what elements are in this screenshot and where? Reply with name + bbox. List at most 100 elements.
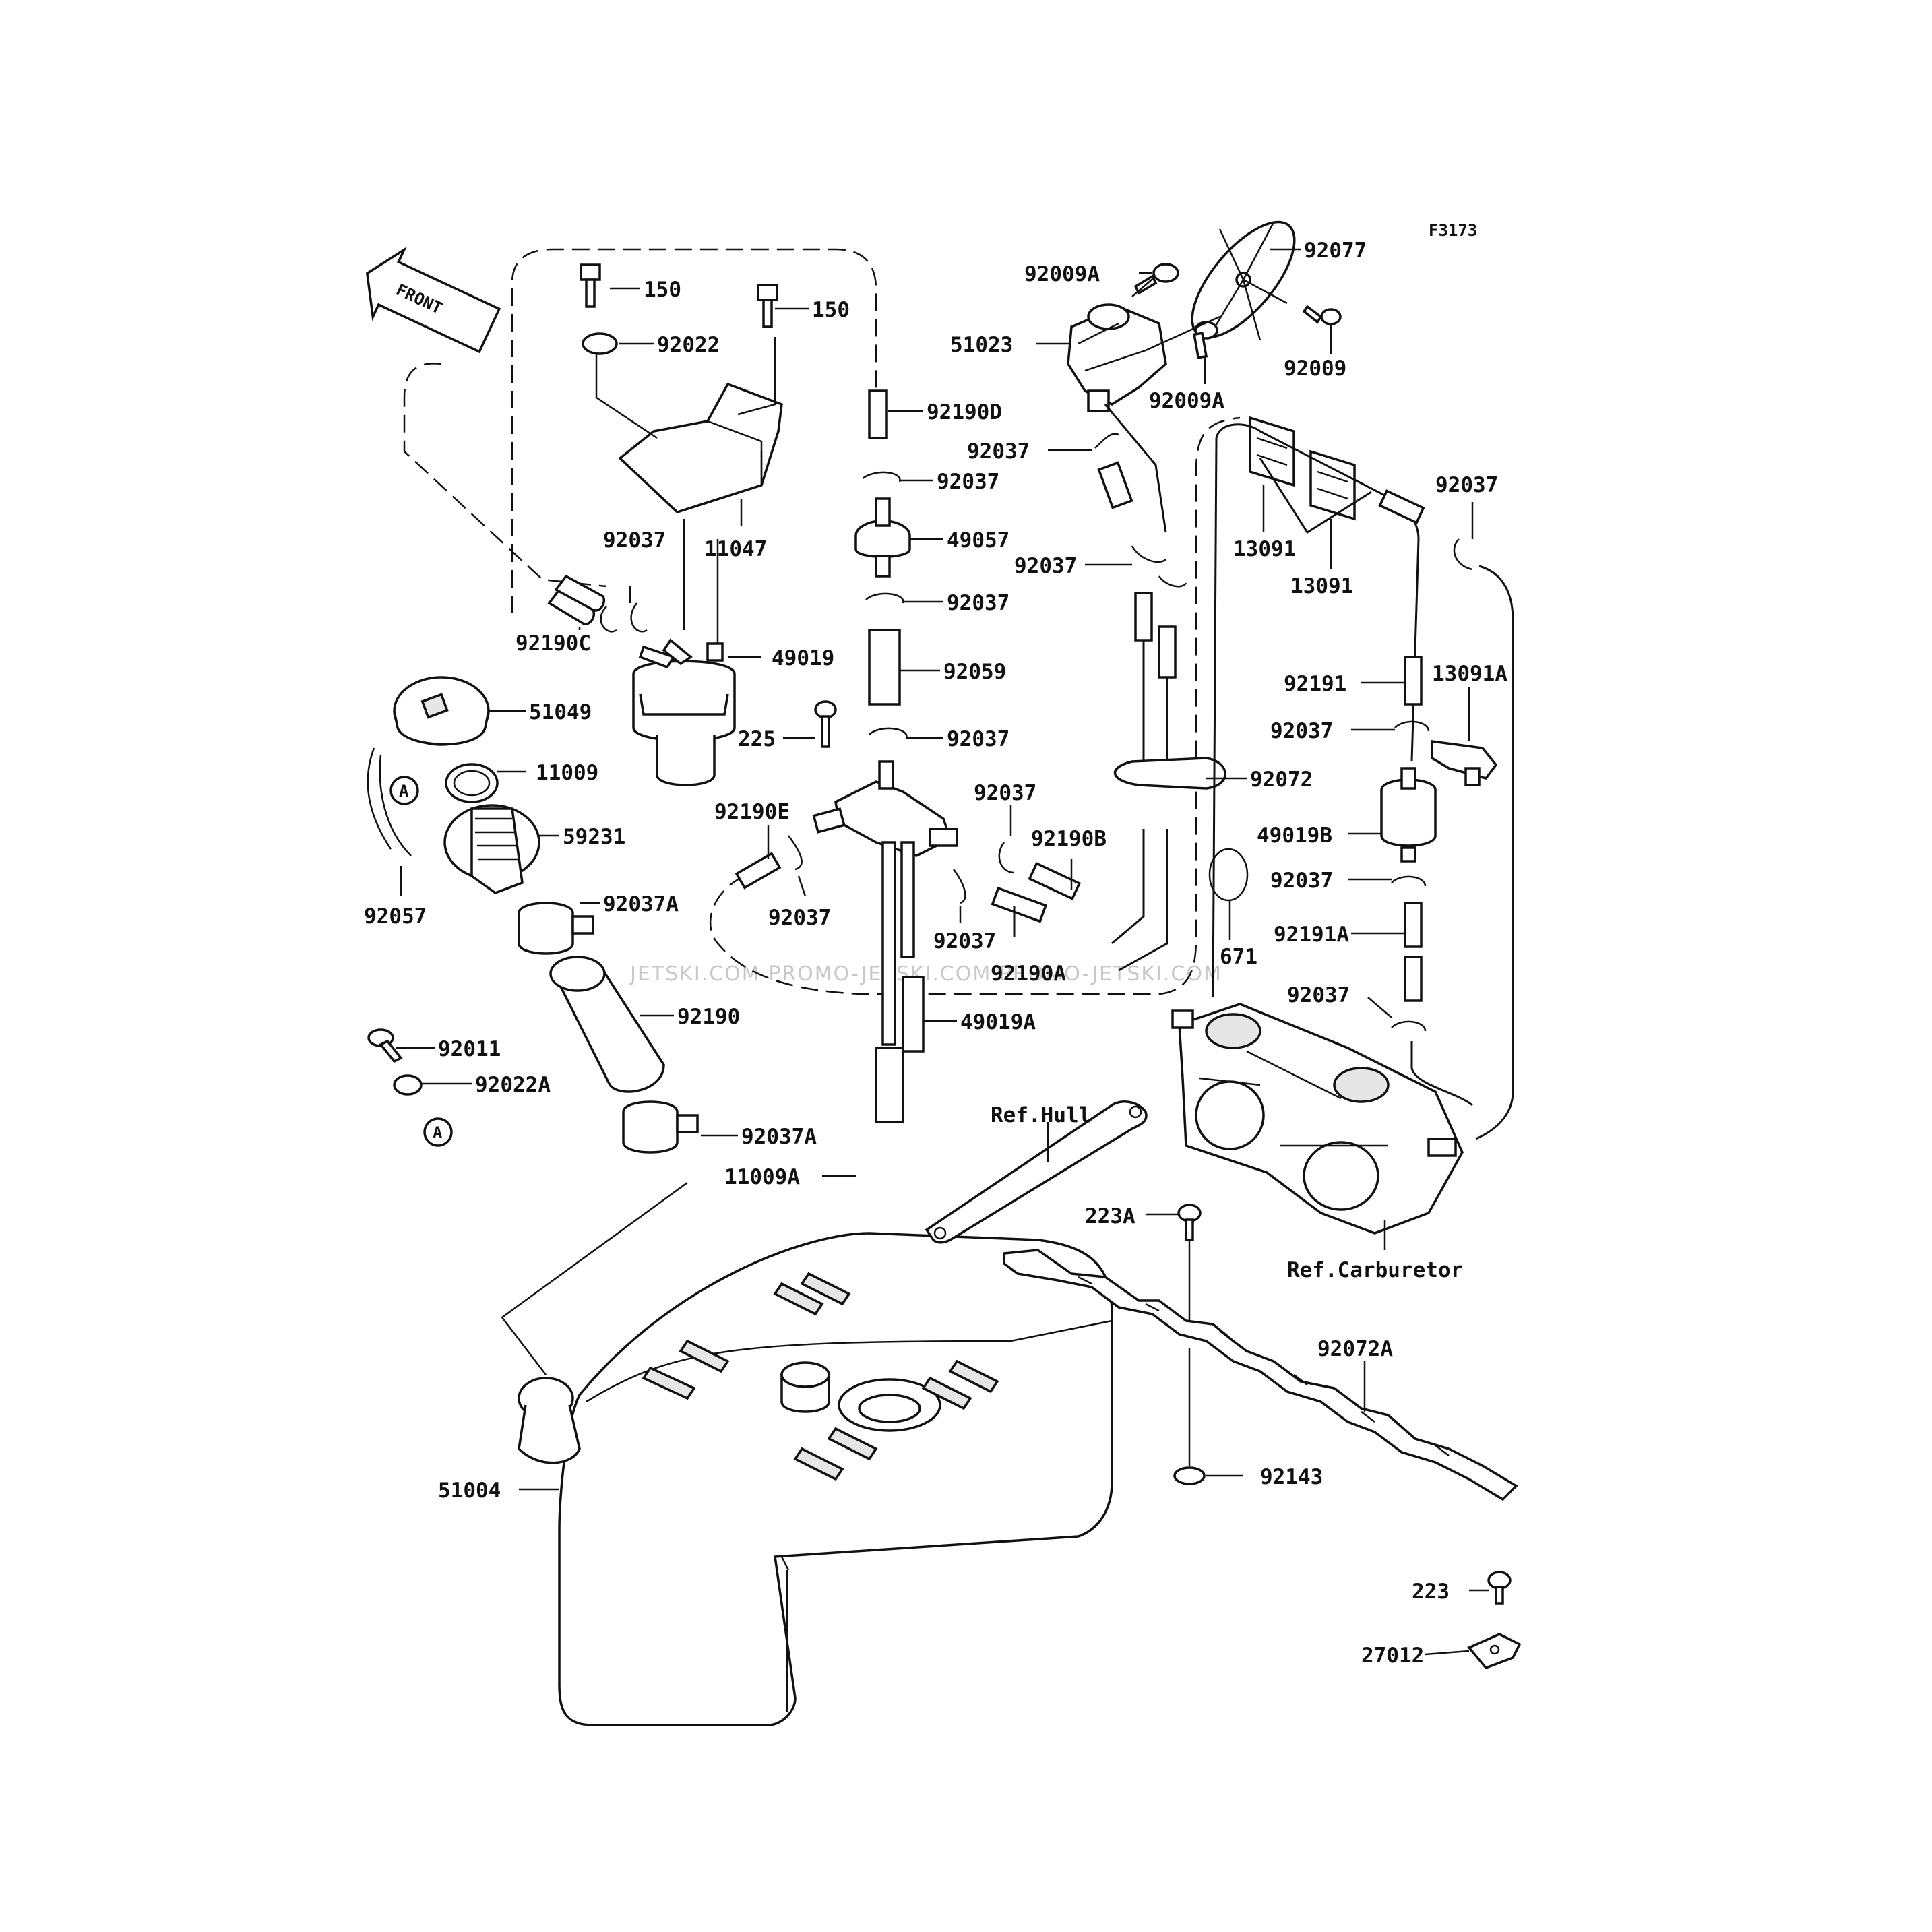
label-92009: 92009 <box>1284 356 1346 381</box>
hose-92191a-bottom <box>1404 956 1423 1002</box>
label-92037a-upper: 92037A <box>603 892 679 916</box>
inline-filter-49019b <box>1380 767 1437 863</box>
hose-92191a-top <box>1404 902 1423 948</box>
washer-92022 <box>582 332 618 355</box>
carburetor-assembly <box>1171 1003 1464 1235</box>
hose-92190-right-c <box>1158 625 1177 679</box>
label-49019a: 49019A <box>960 1010 1036 1034</box>
o-ring-11009 <box>445 763 499 803</box>
clip-92037-g <box>952 869 966 904</box>
screw-92009 <box>1302 305 1342 325</box>
o-ring-671 <box>1208 848 1249 902</box>
tether-92057 <box>367 747 412 856</box>
label-11047: 11047 <box>704 537 767 561</box>
label-223a: 223A <box>1085 1204 1135 1228</box>
filler-cap-51049 <box>393 676 490 746</box>
hose-to-carb <box>1410 1041 1473 1107</box>
return-hose-right <box>1475 565 1514 1140</box>
fuel-pump-51023 <box>1067 303 1167 412</box>
bolt-150-right <box>757 284 778 328</box>
label-27012: 27012 <box>1361 1644 1424 1668</box>
label-92057: 92057 <box>364 904 427 929</box>
clip-92037-h <box>1094 433 1119 449</box>
screw-225 <box>814 700 837 748</box>
label-ref-carburetor: Ref.Carburetor <box>1287 1258 1463 1282</box>
o-ring-11009-inner <box>453 770 491 797</box>
label-13091-a: 13091 <box>1233 537 1296 561</box>
screw-223a <box>1177 1204 1202 1241</box>
clip-92037-l <box>1391 875 1427 887</box>
label-92037-c2: 92037 <box>947 591 1009 615</box>
bracket-11047 <box>618 382 783 513</box>
hull-bracket <box>925 1100 1148 1244</box>
label-92037-f: 92037 <box>974 781 1036 805</box>
watermark: JETSKI.COM PROMO-JETSKI.COM PROMO-JETSKI… <box>629 962 1222 986</box>
label-92190e: 92190E <box>714 800 790 824</box>
vent-hose-route-bottom <box>710 416 1241 995</box>
filler-leader <box>501 1181 688 1375</box>
hose-line-right-a <box>1142 640 1168 761</box>
label-92022: 92022 <box>657 333 720 357</box>
diaphragm-cover-92077 <box>1191 220 1296 341</box>
label-92037-e: 92037 <box>768 906 831 930</box>
label-92037-m: 92037 <box>1287 983 1350 1007</box>
bolt-150-left <box>580 263 601 308</box>
label-92037-g: 92037 <box>933 929 996 954</box>
label-92190a: 92190A <box>991 962 1066 986</box>
hose-92190-right-b <box>1134 592 1153 642</box>
strap-92072a <box>1003 1249 1518 1501</box>
clip-92037-j <box>1453 538 1473 571</box>
label-51004: 51004 <box>438 1478 501 1503</box>
label-92009a-top: 92009A <box>1024 262 1100 286</box>
label-49019: 49019 <box>772 646 834 671</box>
label-13091-b: 13091 <box>1290 574 1353 598</box>
label-51049: 51049 <box>529 700 592 724</box>
label-92190d: 92190D <box>927 400 1002 425</box>
callout-a-lower <box>423 1117 453 1147</box>
label-92037-c3: 92037 <box>947 727 1009 751</box>
leader-92022-bracket <box>595 354 658 439</box>
clip-92037-f <box>998 842 1015 874</box>
band-92072 <box>1113 757 1226 790</box>
fuel-tap-assembly <box>812 760 958 1123</box>
clamp-13091a <box>1431 740 1498 786</box>
label-ref-hull: Ref.Hull <box>991 1103 1091 1127</box>
part-labels: 150 150 92022 11047 92037 92190C 49019 5… <box>364 239 1507 1668</box>
label-92191a: 92191A <box>1274 923 1349 947</box>
label-92190c: 92190C <box>516 631 591 656</box>
label-92072: 92072 <box>1250 768 1313 792</box>
hose-92190e <box>735 852 782 890</box>
label-11009a: 11009A <box>724 1165 800 1189</box>
hose-92190b <box>1028 862 1082 900</box>
leader-lines <box>396 248 1489 1656</box>
label-92191: 92191 <box>1284 672 1346 696</box>
hose-92190-right-a <box>1097 461 1133 509</box>
pump-outlet-hose <box>1104 404 1167 533</box>
hose-line-right-b <box>1111 829 1168 972</box>
screw-223 <box>1487 1571 1512 1605</box>
fuel-filter-49019 <box>632 638 736 786</box>
vent-hose-route-left <box>403 363 607 588</box>
label-11009: 11009 <box>536 761 598 785</box>
callout-a-upper-letter: A <box>399 782 409 801</box>
label-92022a: 92022A <box>475 1073 551 1097</box>
clip-92037-k <box>1394 720 1430 732</box>
clamp-92037a-upper <box>518 902 594 955</box>
fuel-tank <box>518 1232 1113 1726</box>
washer-92022a <box>393 1074 423 1096</box>
vent-hose-route-top <box>511 248 877 613</box>
label-92037-h: 92037 <box>967 439 1030 464</box>
label-92037-left: 92037 <box>603 528 666 553</box>
label-92059: 92059 <box>943 660 1006 684</box>
label-92037-j: 92037 <box>1435 473 1498 497</box>
clip-27012 <box>1467 1633 1522 1670</box>
hose-route-13091 <box>1212 423 1420 998</box>
label-59231: 59231 <box>563 825 625 849</box>
hose-92190a <box>991 886 1048 923</box>
label-92011: 92011 <box>438 1037 501 1061</box>
label-92037-i: 92037 <box>1014 554 1077 578</box>
label-51023: 51023 <box>950 333 1013 357</box>
label-92037a-lower: 92037A <box>741 1125 817 1149</box>
clip-92037-c2 <box>865 592 904 604</box>
